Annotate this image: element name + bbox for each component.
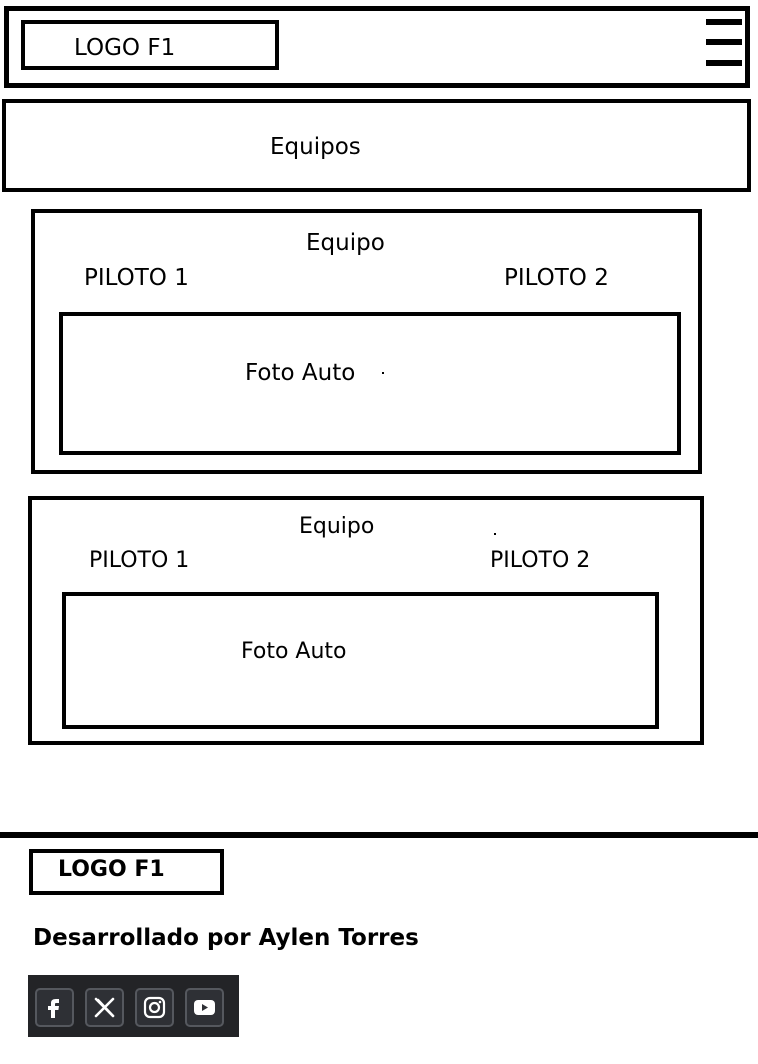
section-title: Equipos	[270, 134, 361, 160]
header-logo-text: LOGO F1	[74, 35, 176, 61]
pilot-2-label: PILOTO 2	[490, 548, 591, 573]
pilot-1-label: PILOTO 1	[84, 265, 189, 291]
team-title: Equipo	[299, 514, 375, 539]
footer-divider	[0, 832, 758, 838]
facebook-icon[interactable]	[35, 988, 74, 1027]
car-photo-label: Foto Auto	[245, 360, 356, 386]
team-card[interactable]: Equipo PILOTO 1 PILOTO 2 Foto Auto	[31, 209, 702, 474]
car-photo: Foto Auto	[59, 312, 681, 455]
pilot-1-label: PILOTO 1	[89, 548, 190, 573]
x-icon[interactable]	[85, 988, 124, 1027]
footer-logo-text: LOGO F1	[58, 857, 165, 882]
instagram-icon[interactable]	[135, 988, 174, 1027]
team-card[interactable]: Equipo PILOTO 1 PILOTO 2 Foto Auto	[28, 496, 704, 745]
stray-dot	[382, 372, 384, 374]
youtube-icon[interactable]	[185, 988, 224, 1027]
social-links-bar	[28, 975, 239, 1037]
stray-dot	[494, 533, 496, 535]
hamburger-menu-icon[interactable]	[706, 19, 742, 69]
team-title: Equipo	[306, 230, 385, 256]
car-photo: Foto Auto	[62, 592, 659, 729]
car-photo-label: Foto Auto	[241, 639, 347, 664]
section-bar: Equipos	[2, 99, 751, 192]
pilot-2-label: PILOTO 2	[504, 265, 609, 291]
developer-credit: Desarrollado por Aylen Torres	[33, 925, 419, 951]
header-logo[interactable]: LOGO F1	[21, 20, 279, 70]
footer-logo[interactable]: LOGO F1	[29, 849, 224, 895]
